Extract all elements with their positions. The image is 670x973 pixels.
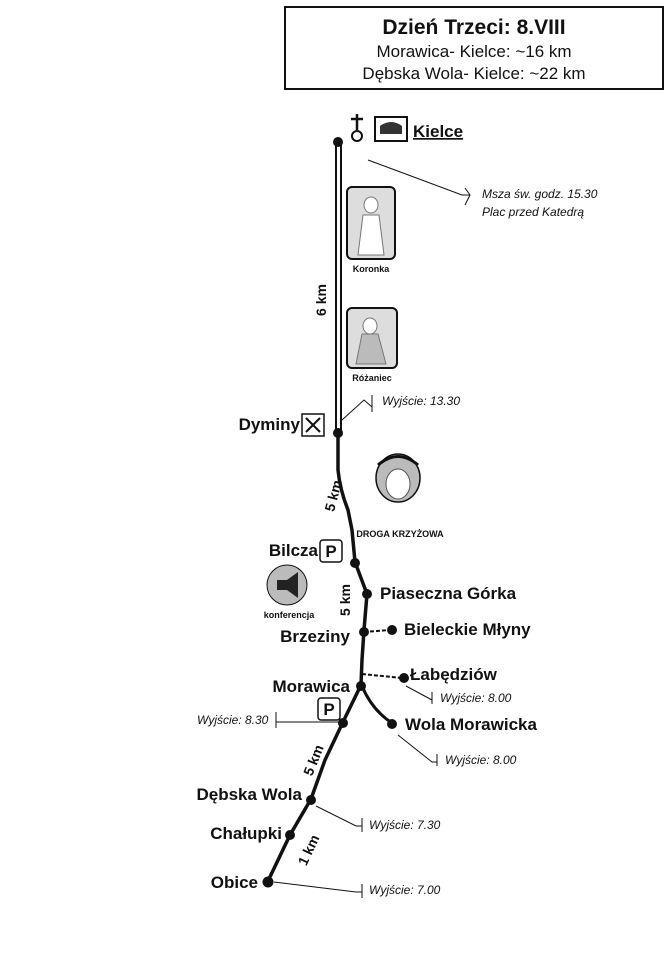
jesus-crown-of-thorns-icon (375, 453, 421, 503)
node-piaseczna (362, 589, 372, 599)
place-morawica: Morawica (273, 677, 351, 696)
node-lobedziow (399, 673, 409, 683)
branch-lobedziow (361, 673, 403, 679)
mary-image-icon (346, 307, 398, 369)
distance-debska-obice: 1 km (294, 832, 322, 868)
node-debska (306, 795, 316, 805)
node-morawica-south (338, 718, 348, 728)
cross-icon (351, 114, 363, 142)
parking-icon-bilcza: P (319, 539, 343, 563)
place-chalupki: Chałupki (210, 824, 282, 843)
note-pointer-morawica (275, 721, 340, 728)
node-bilcza (350, 558, 360, 568)
divine-mercy-image-icon (346, 186, 396, 260)
place-debska-wola: Dębska Wola (196, 785, 302, 804)
distance-kielce-dyminy: 6 km (313, 284, 329, 316)
node-dyminy (333, 428, 343, 438)
note-pointer-wola (397, 734, 437, 763)
distance-dyminy-bilcza: 5 km (321, 478, 345, 513)
day-header-box: Dzień Trzeci: 8.VIII Morawica- Kielce: ~… (284, 6, 664, 90)
note-wola-departure: Wyjście: 8.00 (445, 753, 517, 767)
distance-morawica-debska: 5 km (300, 742, 327, 778)
note-lobedziow-departure: Wyjście: 8.00 (440, 691, 512, 705)
route-main-line (266, 432, 369, 882)
church-icon (374, 116, 408, 142)
note-pointer-obice (273, 881, 362, 893)
note-debska-departure: Wyjście: 7.30 (369, 818, 441, 832)
note-pointer-lobedziow (405, 685, 433, 701)
place-wola-morawicka: Wola Morawicka (405, 715, 537, 734)
note-morawica-departure: Wyjście: 8.30 (197, 713, 269, 727)
label-rozaniec: Różaniec (352, 373, 392, 383)
place-kielce: Kielce (413, 122, 463, 141)
day-title: Dzień Trzeci: 8.VIII (382, 16, 566, 39)
route-distance-morawica: Morawica- Kielce: ~16 km (376, 42, 572, 61)
note-pointer-dyminy (341, 399, 373, 421)
note-pointer-debska (315, 805, 362, 827)
place-bilcza: Bilcza (269, 541, 319, 560)
label-konferencja: konferencja (264, 610, 316, 620)
restaurant-icon (301, 413, 325, 437)
node-chalupki (285, 830, 295, 840)
distance-bilcza-morawica: 5 km (337, 584, 353, 616)
parking-icon-morawica: P (317, 697, 341, 721)
note-pointer-msza (367, 159, 470, 196)
node-morawica (356, 681, 366, 691)
place-brzeziny: Brzeziny (280, 627, 350, 646)
place-piaseczna-gorka: Piaseczna Górka (380, 584, 517, 603)
node-kielce (333, 137, 343, 147)
place-bieleckie-mlyny: Bieleckie Młyny (404, 620, 531, 639)
branch-wola (360, 685, 393, 725)
route-distance-debska: Dębska Wola- Kielce: ~22 km (362, 64, 586, 83)
note-msza-place: Plac przed Katedrą (482, 205, 584, 219)
megaphone-icon (266, 564, 308, 606)
branch-bieleckie (363, 629, 391, 633)
node-bieleckie (387, 625, 397, 635)
svg-text:P: P (325, 542, 336, 561)
place-dyminy: Dyminy (239, 415, 301, 434)
svg-text:P: P (323, 700, 334, 719)
node-brzeziny (359, 627, 369, 637)
note-dyminy-departure: Wyjście: 13.30 (382, 394, 460, 408)
label-koronka: Koronka (353, 264, 391, 274)
note-obice-departure: Wyjście: 7.00 (369, 883, 441, 897)
node-obice (262, 876, 274, 888)
label-droga-krzyzowa: DROGA KRZYŻOWA (356, 529, 444, 539)
place-lobedziow: Łabędziów (410, 665, 498, 684)
node-wola (387, 719, 397, 729)
place-obice: Obice (211, 873, 258, 892)
note-msza-time: Msza św. godz. 15.30 (482, 187, 598, 201)
